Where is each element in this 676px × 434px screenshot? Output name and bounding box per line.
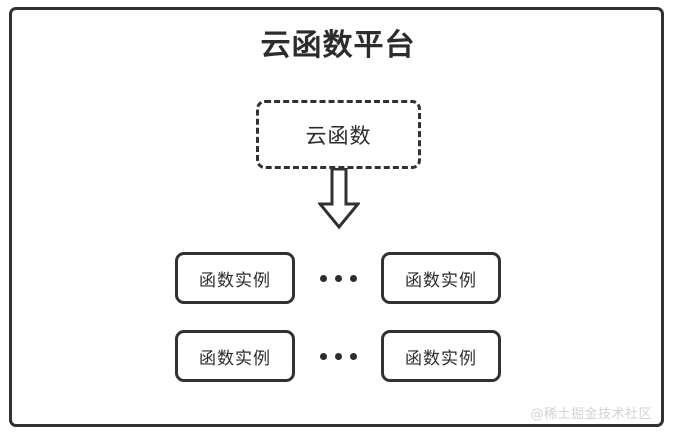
instance-box-row2-left[interactable]: 函数实例 bbox=[175, 330, 295, 382]
cloud-function-node[interactable]: 云函数 bbox=[256, 100, 421, 169]
block-arrow-down-icon bbox=[316, 167, 362, 230]
ellipsis-dot bbox=[319, 352, 327, 360]
ellipsis-dot bbox=[334, 352, 342, 360]
instance-label: 函数实例 bbox=[405, 348, 477, 369]
instance-label: 函数实例 bbox=[405, 270, 477, 291]
instance-label: 函数实例 bbox=[199, 348, 271, 369]
watermark: @稀土掘金技术社区 bbox=[530, 407, 652, 422]
instance-box-row2-right[interactable]: 函数实例 bbox=[381, 330, 501, 382]
instance-box-row1-right[interactable]: 函数实例 bbox=[381, 252, 501, 304]
instance-label: 函数实例 bbox=[199, 270, 271, 291]
instance-box-row1-left[interactable]: 函数实例 bbox=[175, 252, 295, 304]
instance-row: 函数实例 函数实例 bbox=[0, 330, 676, 382]
cloud-function-label: 云函数 bbox=[305, 123, 372, 148]
ellipsis-dot bbox=[349, 352, 357, 360]
ellipsis-dot bbox=[334, 274, 342, 282]
ellipsis-dot bbox=[349, 274, 357, 282]
ellipsis-icon bbox=[295, 330, 381, 382]
ellipsis-dot bbox=[319, 274, 327, 282]
page-title: 云函数平台 bbox=[260, 28, 416, 63]
instance-row: 函数实例 函数实例 bbox=[0, 252, 676, 304]
ellipsis-icon bbox=[295, 252, 381, 304]
